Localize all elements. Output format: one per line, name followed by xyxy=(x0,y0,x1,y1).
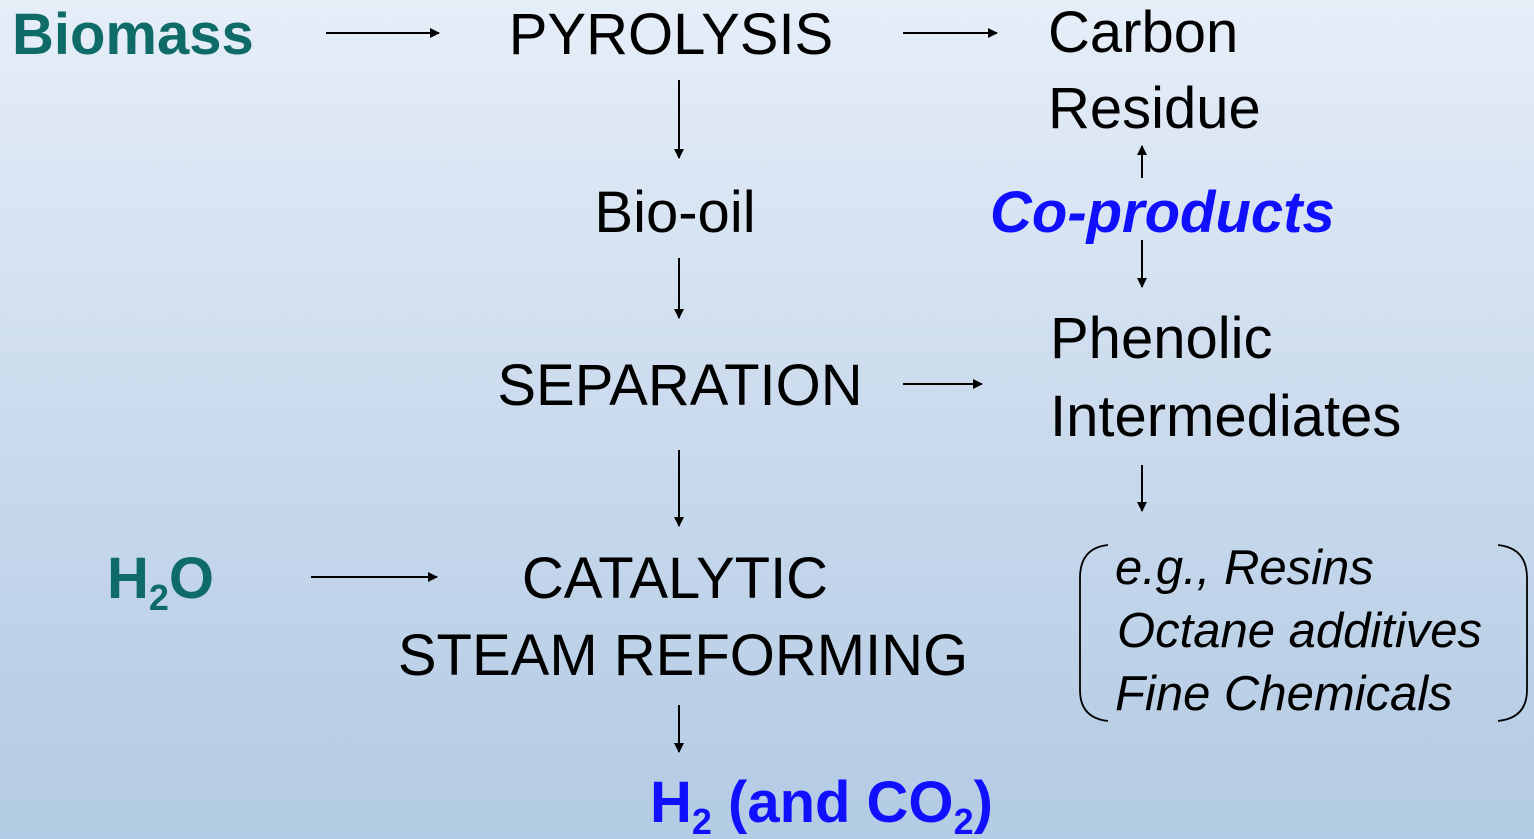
reforming-line2: STEAM REFORMING xyxy=(397,623,969,688)
product-co-subscript: 2 xyxy=(953,801,974,839)
biomass-label: Biomass xyxy=(12,2,254,67)
bio-oil-label: Bio-oil xyxy=(594,180,756,245)
left-bracket xyxy=(1079,544,1109,722)
example-octane: Octane additives xyxy=(1117,604,1482,658)
pyrolysis-label: PYROLYSIS xyxy=(508,2,834,67)
carbon-residue-line2: Residue xyxy=(1048,76,1261,141)
example-resins: e.g., Resins xyxy=(1115,541,1374,595)
product-label: H2 (and CO2) xyxy=(650,774,993,839)
product-h: H xyxy=(650,770,692,835)
phenolic-line2: Intermediates xyxy=(1050,384,1402,449)
separation-label: SEPARATION xyxy=(497,353,863,418)
co-products-label: Co-products xyxy=(990,180,1335,245)
water-o: O xyxy=(168,546,215,611)
water-subscript: 2 xyxy=(148,577,169,619)
water-label: H2O xyxy=(107,550,214,616)
reforming-line1: CATALYTIC xyxy=(521,546,829,611)
carbon-residue-line1: Carbon xyxy=(1048,0,1239,65)
product-close-paren: ) xyxy=(973,770,993,835)
right-bracket xyxy=(1497,544,1528,722)
product-and-co: (and CO xyxy=(711,770,954,835)
product-h-subscript: 2 xyxy=(691,801,712,839)
water-h: H xyxy=(107,546,149,611)
example-fine-chemicals: Fine Chemicals xyxy=(1115,667,1453,721)
phenolic-line1: Phenolic xyxy=(1050,306,1273,371)
